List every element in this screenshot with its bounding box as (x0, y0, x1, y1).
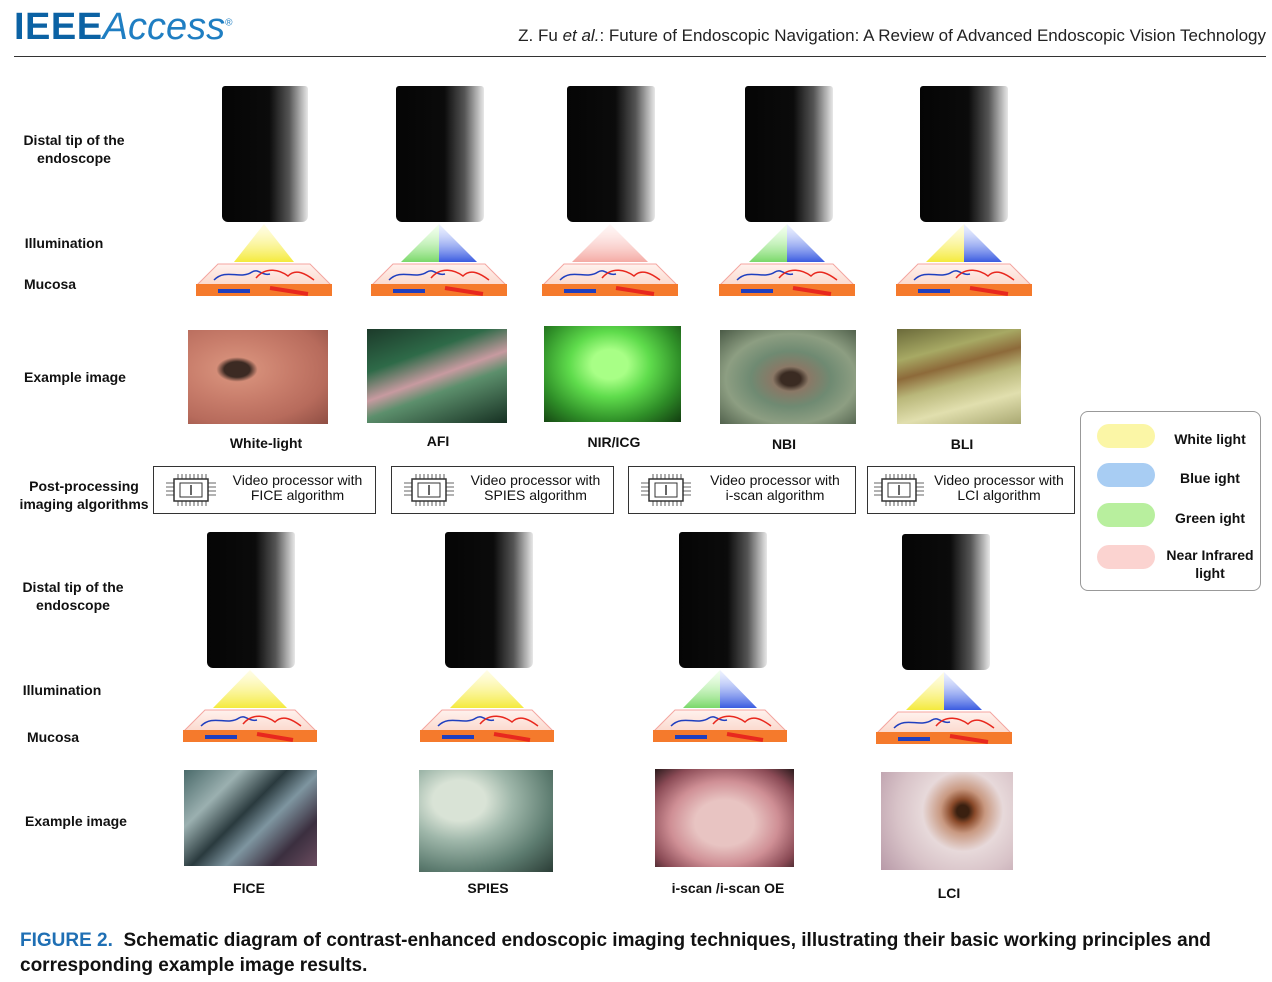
caption-lci: LCI (937, 885, 961, 901)
illumination-mucosa-diagram (719, 224, 855, 296)
illumination-mucosa-diagram (542, 224, 678, 296)
caption-nir-icg: NIR/ICG (587, 434, 641, 450)
endoscope-tip (745, 86, 833, 222)
processor-line1: Video processor with (710, 472, 840, 488)
row-label-mucosa-bottom: Mucosa (26, 729, 80, 745)
endoscope-tip (679, 532, 767, 668)
illumination-mucosa-diagram (183, 670, 317, 742)
chip-icon (641, 474, 691, 506)
caption-bli: BLI (950, 436, 974, 452)
legend-label-blue: Blue ight (1180, 470, 1240, 486)
endoscope-tip (396, 86, 484, 222)
example-image-spies (419, 770, 553, 872)
legend-swatch-green (1097, 503, 1155, 527)
caption-spies: SPIES (467, 880, 509, 896)
caption-iscan: i-scan /i-scan OE (671, 880, 785, 896)
example-image-iscan (655, 769, 794, 867)
processor-line2: LCI algorithm (957, 487, 1041, 503)
illumination-mucosa-diagram (876, 672, 1012, 744)
endoscope-tip (207, 532, 295, 668)
journal-logo: IEEEAccess® (14, 6, 233, 48)
running-head: Z. Fu et al.: Future of Endoscopic Navig… (518, 26, 1266, 46)
example-image-fice (184, 770, 317, 866)
legend-label-white: White light (1174, 431, 1246, 447)
processor-line1: Video processor with (232, 472, 363, 488)
endoscope-tip (445, 532, 533, 668)
figure-number: FIGURE 2. (20, 930, 113, 951)
row-label-illumination-bottom: Illumination (22, 682, 102, 698)
caption-afi: AFI (426, 433, 450, 449)
figure-caption: FIGURE 2. Schematic diagram of contrast-… (20, 928, 1260, 978)
legend-swatch-blue (1097, 463, 1155, 487)
processor-line1: Video processor with (934, 472, 1064, 488)
example-image-afi (367, 329, 507, 423)
row-label-distal-tip-bottom: Distal tip of the endoscope (22, 579, 124, 613)
legend-swatch-nir (1097, 545, 1155, 569)
illumination-mucosa-diagram (420, 670, 554, 742)
illumination-mucosa-diagram (196, 224, 332, 296)
example-image-white-light (188, 330, 328, 424)
running-head-etal: et al. (562, 26, 600, 45)
processor-line1: Video processor with (470, 472, 601, 488)
row-label-distal-tip-top: Distal tip of the endoscope (23, 132, 125, 166)
caption-white-light: White-light (229, 435, 303, 451)
row-label-illumination-top: Illumination (24, 235, 104, 251)
processor-line2: SPIES algorithm (484, 487, 587, 503)
running-head-authors: Z. Fu (518, 26, 563, 45)
endoscope-tip (902, 534, 990, 670)
row-label-example-bottom: Example image (25, 813, 127, 829)
illumination-mucosa-diagram (653, 670, 787, 742)
endoscope-tip (567, 86, 655, 222)
endoscope-tip (920, 86, 1008, 222)
header-rule (14, 56, 1266, 57)
figure-caption-text: Schematic diagram of contrast-enhanced e… (20, 930, 1211, 976)
caption-fice: FICE (233, 880, 265, 896)
illumination-mucosa-diagram (371, 224, 507, 296)
example-image-lci (881, 772, 1013, 870)
chip-icon (404, 474, 454, 506)
processor-line2: i-scan algorithm (725, 487, 825, 503)
example-image-bli (897, 329, 1021, 424)
legend-label-green: Green ight (1174, 510, 1245, 526)
legend-swatch-white (1097, 424, 1155, 448)
chip-icon (874, 474, 924, 506)
legend-label-nir: Near Infrared light (1166, 547, 1254, 581)
illumination-mucosa-diagram (896, 224, 1032, 296)
chip-icon (166, 474, 216, 506)
caption-nbi: NBI (771, 436, 797, 452)
light-legend: White light Blue ight Green ight Near In… (1080, 411, 1261, 591)
example-image-nir-icg (544, 326, 681, 422)
endoscope-tip (222, 86, 308, 222)
row-label-mucosa-top: Mucosa (23, 276, 77, 292)
example-image-nbi (720, 330, 856, 424)
row-label-example-top: Example image (24, 369, 126, 385)
processor-line2: FICE algorithm (250, 487, 345, 503)
row-label-post-processing: Post-processing imaging algorithms (19, 478, 149, 512)
running-head-title: : Future of Endoscopic Navigation: A Rev… (599, 26, 1266, 45)
